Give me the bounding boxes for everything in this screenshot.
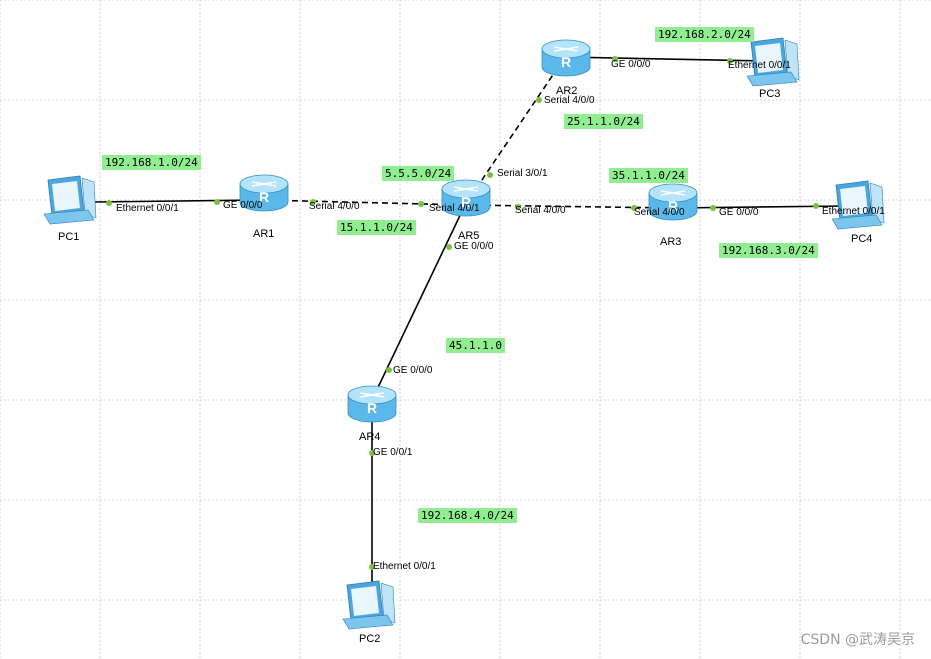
- link-ar3-pc4[interactable]: [672, 205, 847, 209]
- port-label-ar4-ge000: GE 0/0/0: [393, 365, 433, 376]
- port-label-ar1-serial: Serial 4/0/0: [309, 201, 360, 212]
- port-dot[interactable]: [310, 199, 316, 205]
- link-ar1-ar5[interactable]: [261, 199, 466, 206]
- port-dot[interactable]: [813, 203, 819, 209]
- router-icon[interactable]: R: [347, 385, 397, 423]
- pc-icon[interactable]: [746, 37, 800, 87]
- port-label-ar5-serial401: Serial 4/0/1: [429, 203, 480, 214]
- network-label-pc2: 192.168.4.0/24: [418, 508, 517, 523]
- port-dot[interactable]: [515, 204, 521, 210]
- pc-icon[interactable]: [43, 175, 97, 225]
- device-name-ar1: AR1: [253, 228, 275, 240]
- svg-text:R: R: [367, 400, 377, 416]
- device-name-pc2: PC2: [359, 633, 381, 645]
- port-dot[interactable]: [536, 97, 542, 103]
- link-ar5-ar3[interactable]: [464, 204, 674, 209]
- port-dot[interactable]: [106, 200, 112, 206]
- link-pc1-ar1[interactable]: [94, 199, 263, 203]
- port-label-ar2-serial: Serial 4/0/0: [544, 95, 595, 106]
- port-label-ar5-serial301: Serial 3/0/1: [497, 168, 548, 179]
- device-name-ar5: AR5: [458, 230, 480, 242]
- port-dot[interactable]: [727, 58, 733, 64]
- port-dot[interactable]: [487, 172, 493, 178]
- router-icon[interactable]: R: [541, 39, 591, 77]
- router-icon[interactable]: R: [239, 174, 289, 212]
- port-label-pc3-eth: Ethernet 0/0/1: [728, 60, 791, 71]
- network-label-pc4: 192.168.3.0/24: [719, 243, 818, 258]
- device-name-pc1: PC1: [58, 231, 80, 243]
- port-label-pc2-eth: Ethernet 0/0/1: [373, 561, 436, 572]
- router-icon[interactable]: R: [648, 183, 698, 221]
- network-label-ar5-loopback: 5.5.5.0/24: [382, 166, 455, 181]
- port-dot[interactable]: [446, 244, 452, 250]
- port-dot[interactable]: [418, 201, 424, 207]
- router-icon[interactable]: R: [441, 179, 491, 217]
- port-label-pc1-eth: Ethernet 0/0/1: [116, 203, 179, 214]
- port-dot[interactable]: [631, 205, 637, 211]
- pcs: [43, 37, 885, 630]
- port-dot[interactable]: [612, 56, 618, 62]
- port-dot[interactable]: [710, 205, 716, 211]
- watermark-text: CSDN @武涛吴京: [800, 632, 915, 648]
- network-label-ar3-ar5: 35.1.1.0/24: [609, 168, 688, 183]
- svg-text:R: R: [461, 194, 471, 210]
- port-label-ar1-ge: GE 0/0/0: [223, 200, 263, 211]
- device-name-ar2: AR2: [556, 85, 578, 97]
- network-label-ar1-ar5: 15.1.1.0/24: [337, 220, 416, 235]
- port-label-ar5-serial400: Serial 4/0/0: [515, 205, 566, 216]
- port-label-ar2-ge: GE 0/0/0: [611, 59, 651, 70]
- device-name-pc3: PC3: [759, 88, 781, 100]
- device-name-ar4: AR4: [359, 431, 381, 443]
- network-label-pc1: 192.168.1.0/24: [102, 155, 201, 170]
- port-dots: [106, 56, 819, 570]
- device-name-pc4: PC4: [851, 233, 873, 245]
- port-dot[interactable]: [386, 367, 392, 373]
- port-dot[interactable]: [214, 199, 220, 205]
- port-dot[interactable]: [369, 564, 375, 570]
- network-label-pc3: 192.168.2.0/24: [655, 27, 754, 42]
- svg-text:R: R: [259, 189, 269, 205]
- routers: R R R R: [239, 39, 698, 423]
- device-name-ar3: AR3: [660, 236, 682, 248]
- svg-text:R: R: [561, 54, 571, 70]
- svg-text:R: R: [668, 198, 678, 214]
- port-label-ar4-ge001: GE 0/0/1: [373, 447, 413, 458]
- network-label-ar4-ar5: 45.1.1.0: [446, 338, 505, 353]
- port-label-pc4-eth: Ethernet 0/0/1: [822, 206, 885, 217]
- port-label-ar3-ge: GE 0/0/0: [719, 207, 759, 218]
- pc-icon[interactable]: [342, 580, 396, 630]
- pc-icon[interactable]: [831, 180, 885, 230]
- port-dot[interactable]: [369, 450, 375, 456]
- network-label-ar2-ar5: 25.1.1.0/24: [564, 114, 643, 129]
- port-label-ar5-ge: GE 0/0/0: [454, 241, 494, 252]
- port-label-ar3-serial: Serial 4/0/0: [634, 207, 685, 218]
